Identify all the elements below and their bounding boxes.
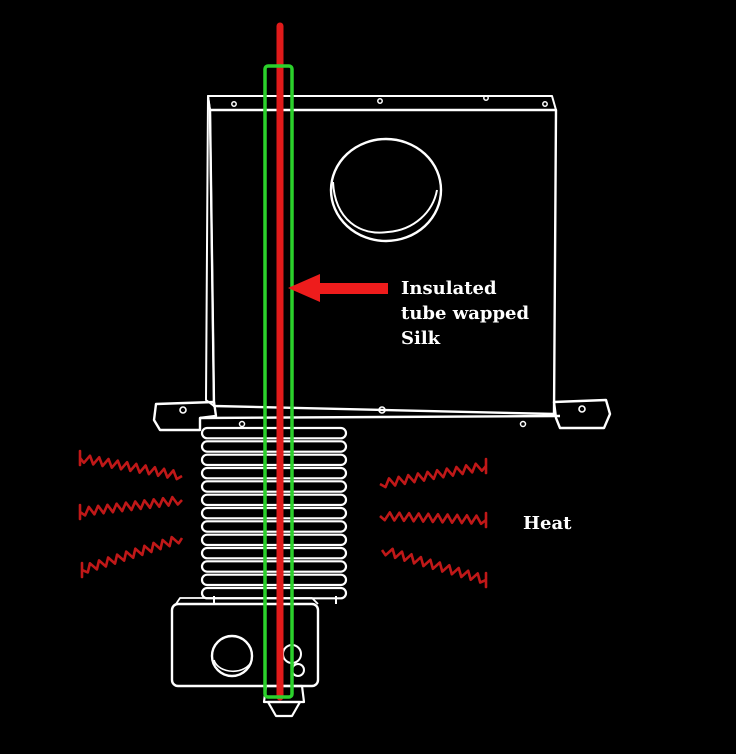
tube-label-line: tube wapped xyxy=(401,303,530,324)
heatsink-fin xyxy=(200,560,348,573)
heatsink-fin xyxy=(200,453,348,467)
pointer-arrow-shaft xyxy=(318,283,388,294)
screw-dot xyxy=(542,101,548,107)
fan-hole-outer xyxy=(329,137,443,243)
mounting-flange xyxy=(152,398,612,432)
heat-wave xyxy=(379,511,487,526)
insulated-tube-label: Insulated tube wapped Silk xyxy=(401,276,529,351)
flange-hole-left xyxy=(179,406,187,414)
tube-label-line: Silk xyxy=(401,328,441,349)
heatsink-fin xyxy=(200,440,348,453)
heat-block-top-edge xyxy=(175,597,319,605)
heatsink-fin xyxy=(200,520,348,533)
heater-cartridge-rim xyxy=(213,659,253,673)
heat-waves-left xyxy=(78,449,184,579)
screw-dot xyxy=(483,95,489,101)
heat-block xyxy=(170,597,320,688)
heatsink-fin xyxy=(200,506,348,520)
flange-right-tab xyxy=(552,398,612,430)
pointer-arrow xyxy=(288,274,388,302)
nozzle-tip xyxy=(266,700,302,718)
screw-dot xyxy=(231,101,237,107)
flange-screw-left xyxy=(238,420,246,428)
nozzle xyxy=(262,684,306,718)
heatsink-fin xyxy=(200,546,348,560)
heatsink-fin xyxy=(200,586,348,600)
fan-hole xyxy=(329,137,443,243)
heat-label: Heat xyxy=(523,513,572,534)
heat-block-body xyxy=(170,602,320,688)
flange-bar xyxy=(199,414,561,420)
heatsink-fin xyxy=(200,533,348,547)
heat-wave xyxy=(379,462,487,489)
tube-label-line: Insulated xyxy=(401,278,497,299)
heat-waves-right xyxy=(379,457,488,589)
insulated-tube xyxy=(263,64,294,699)
flange-hole-center xyxy=(378,406,386,414)
heat-wave xyxy=(380,547,487,584)
pointer-arrow-head xyxy=(288,274,320,302)
flange-hole-right xyxy=(578,405,586,413)
flange-screw-right xyxy=(519,420,527,428)
heatsink-fin xyxy=(200,573,348,587)
heat-wave xyxy=(81,535,184,574)
heatsink-fin xyxy=(200,426,348,440)
fan-hole-inner-rim xyxy=(332,181,438,234)
heatsink-fins xyxy=(200,426,348,604)
heater-cartridge-hole xyxy=(210,634,254,678)
thermistor-screw xyxy=(291,663,305,677)
fan-housing-front xyxy=(208,108,558,416)
heatsink-fin xyxy=(200,466,348,480)
flange-left-tab xyxy=(152,400,218,432)
heat-wave xyxy=(78,454,183,481)
heat-wave xyxy=(79,495,183,517)
heatsink-fin xyxy=(200,493,348,507)
screw-dot xyxy=(377,98,383,104)
heatsink-fin xyxy=(200,480,348,493)
nozzle-hex xyxy=(262,684,306,704)
fan-housing xyxy=(205,95,558,416)
